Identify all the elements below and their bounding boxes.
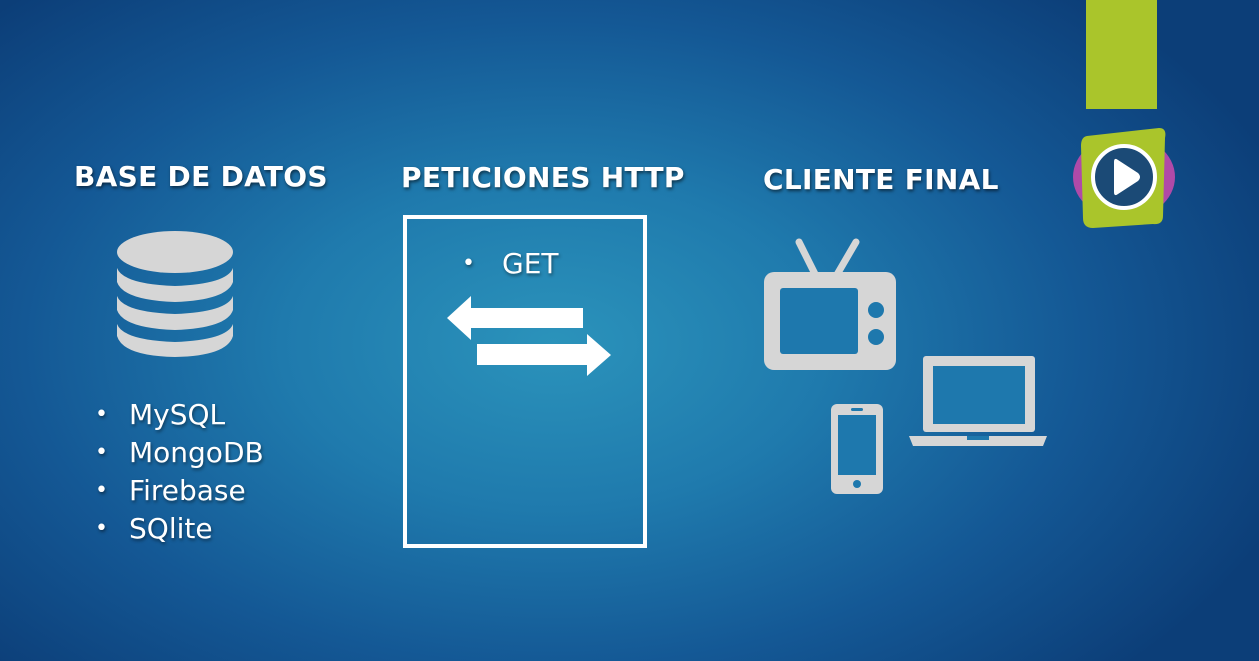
- tv-icon: [764, 238, 896, 370]
- http-request-box: [403, 215, 647, 548]
- green-accent-bar: [1086, 0, 1157, 109]
- http-methods-list: GET: [462, 245, 559, 283]
- list-item-firebase: Firebase: [95, 472, 264, 510]
- list-item-sqlite: SQlite: [95, 510, 264, 548]
- http-heading: PETICIONES HTTP: [401, 161, 685, 194]
- list-item-get: GET: [462, 245, 559, 283]
- database-heading: BASE DE DATOS: [74, 160, 328, 193]
- laptop-icon: [909, 356, 1047, 446]
- bidirectional-arrows-icon: [447, 296, 611, 376]
- database-icon: [117, 231, 233, 357]
- play-logo-icon: [1073, 128, 1175, 228]
- list-item-mysql: MySQL: [95, 396, 264, 434]
- client-heading: CLIENTE FINAL: [763, 163, 999, 196]
- logo-play-triangle: [1114, 158, 1140, 196]
- list-item-mongodb: MongoDB: [95, 434, 264, 472]
- smartphone-icon: [831, 404, 883, 494]
- database-list: MySQL MongoDB Firebase SQlite: [95, 396, 264, 548]
